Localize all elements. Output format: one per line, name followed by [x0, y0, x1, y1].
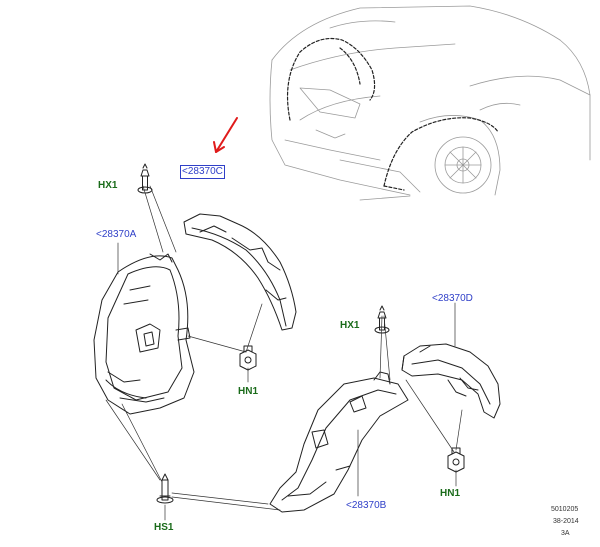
drawing-revision: 3A	[561, 530, 570, 537]
fastener-hn1-left	[239, 345, 257, 371]
liner-part-d	[401, 343, 501, 419]
fastener-label-hx1-left[interactable]: HX1	[98, 180, 118, 191]
fastener-label-hx1-right[interactable]: HX1	[340, 320, 360, 331]
indicator-arrow	[213, 117, 238, 153]
fastener-hs1	[156, 473, 174, 504]
drawing-date: 38-2014	[553, 518, 579, 525]
part-label-28370d[interactable]: <28370D	[432, 293, 473, 304]
liner-part-b	[269, 371, 409, 513]
fastener-hn1-right	[447, 447, 465, 473]
fastener-label-hn1-left[interactable]: HN1	[238, 386, 259, 397]
part-label-28370a[interactable]: <28370A	[96, 229, 137, 240]
vehicle-liner-outline	[286, 37, 499, 191]
part-label-28370b[interactable]: <28370B	[346, 500, 387, 511]
liner-part-a	[93, 253, 195, 415]
fastener-hx1-left	[137, 163, 153, 194]
part-label-28370c[interactable]: <28370C	[180, 165, 225, 179]
leader-lines	[105, 185, 463, 521]
vehicle-illustration	[269, 5, 591, 201]
liner-part-c	[183, 213, 297, 331]
fastener-label-hs1[interactable]: HS1	[154, 522, 174, 533]
drawing-code: 5010205	[551, 506, 579, 513]
fastener-label-hn1-right[interactable]: HN1	[440, 488, 461, 499]
